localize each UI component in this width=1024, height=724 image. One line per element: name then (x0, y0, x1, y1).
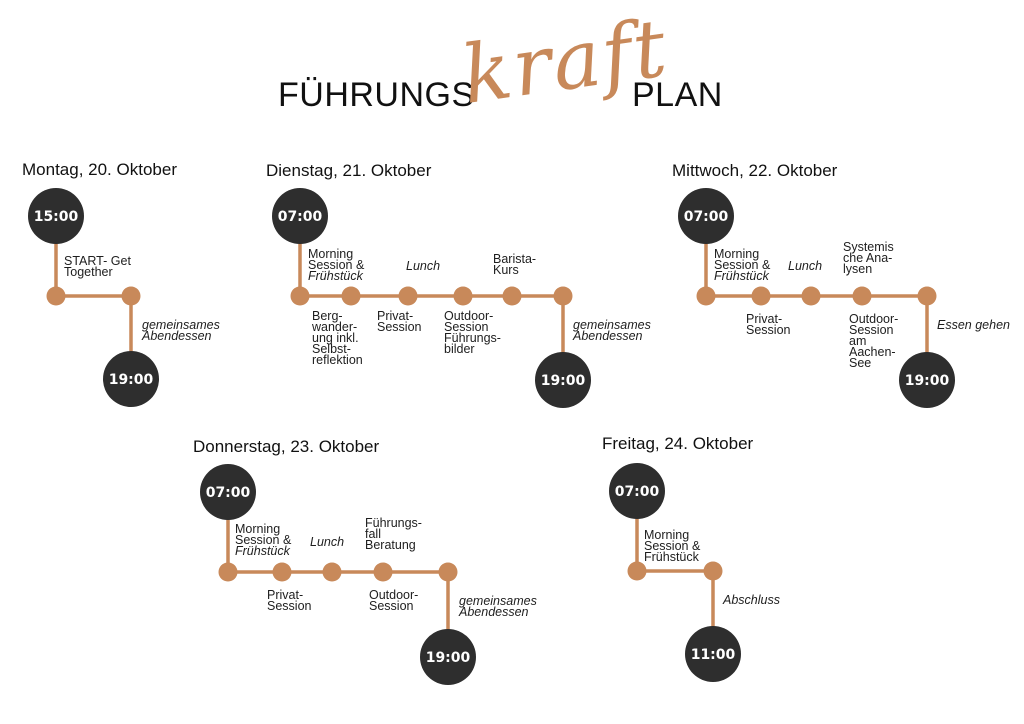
thu-label-morning: Morning Session & (235, 522, 292, 547)
wed-event-dot (852, 286, 872, 306)
tue-event-dot (553, 286, 573, 306)
day-title-thursday: Donnerstag, 23. Oktober (193, 437, 380, 456)
day-title-monday: Montag, 20. Oktober (22, 160, 177, 179)
wed-timeline: 07:00 19:00 (678, 188, 955, 408)
tue-label-morning: Morning Session & (308, 247, 365, 272)
tue-label-barista: Barista- Kurs (493, 252, 537, 277)
tue-event-dot (502, 286, 522, 306)
tue-timeline: 07:00 19:00 (272, 188, 591, 408)
tue-label-outdoor: Outdoor- Session Führungs- bilder (444, 309, 501, 356)
tue-event-dot (341, 286, 361, 306)
mon-event-dot (121, 286, 141, 306)
thu-label-private: Privat- Session (267, 588, 312, 613)
tue-start-circle (272, 188, 328, 244)
fri-event-dot (703, 561, 723, 581)
mon-label-dinner: gemeinsames Abendessen (142, 318, 220, 343)
thu-event-dot (373, 562, 393, 582)
tue-label-private: Privat- Session (377, 309, 422, 334)
thu-event-dot (218, 562, 238, 582)
thu-end-time: 19:00 (426, 650, 471, 666)
mon-start-circle (28, 188, 84, 244)
thu-start-time: 07:00 (206, 485, 251, 501)
wed-event-dot (696, 286, 716, 306)
mon-label-start: START- Get Together (64, 254, 131, 279)
thu-event-dot (438, 562, 458, 582)
wed-start-time: 07:00 (684, 209, 729, 225)
thu-label-dinner: gemeinsames Abendessen (459, 594, 537, 619)
thu-label-consulting: Führungs- fall Beratung (365, 516, 422, 552)
tue-event-dot (290, 286, 310, 306)
mon-end-time: 19:00 (109, 372, 154, 388)
day-title-tuesday: Dienstag, 21. Oktober (266, 161, 432, 180)
wed-event-dot (917, 286, 937, 306)
tue-label-lunch: Lunch (406, 259, 441, 273)
day-title-friday: Freitag, 24. Oktober (602, 434, 754, 453)
tue-end-time: 19:00 (541, 373, 586, 389)
tue-label-dinner: gemeinsames Abendessen (573, 318, 651, 343)
mon-timeline: 15:00 19:00 (28, 188, 159, 407)
tue-event-dot (453, 286, 473, 306)
tue-start-time: 07:00 (278, 209, 323, 225)
mon-timeline-line (54, 216, 133, 379)
tue-timeline-line (298, 216, 565, 380)
wed-start-circle (678, 188, 734, 244)
fri-label-closing: Abschluss (723, 593, 780, 607)
wed-label-private: Privat- Session (746, 312, 791, 337)
mon-start-time: 15:00 (34, 209, 79, 225)
wed-event-dot (801, 286, 821, 306)
tue-end-circle (535, 352, 591, 408)
fri-timeline-line (635, 491, 715, 654)
thu-label-lunch: Lunch (310, 535, 345, 549)
thu-label-outdoor: Outdoor- Session (369, 588, 419, 613)
wed-label-breakfast: Frühstück (714, 269, 769, 283)
wed-end-time: 19:00 (905, 373, 950, 389)
title-right: PLAN (632, 76, 723, 114)
wed-event-dot (751, 286, 771, 306)
fri-label-morning: Morning Session & Frühstück (644, 528, 701, 564)
wed-label-outdoor: Outdoor- Session am Aachen- See (849, 312, 899, 370)
fri-event-dot (627, 561, 647, 581)
wed-label-analysis: Systemis che Ana- lysen (843, 240, 894, 276)
wed-label-lunch: Lunch (788, 259, 823, 273)
wed-label-dinner: Essen gehen (937, 318, 1010, 332)
fri-end-circle (685, 626, 741, 682)
fri-start-time: 07:00 (615, 484, 660, 500)
mon-end-circle (103, 351, 159, 407)
thu-event-dot (272, 562, 292, 582)
thu-event-dot (322, 562, 342, 582)
fri-timeline: 07:00 11:00 (609, 463, 741, 682)
thu-start-circle (200, 464, 256, 520)
wed-label-morning: Morning Session & (714, 247, 771, 272)
wed-end-circle (899, 352, 955, 408)
tue-label-breakfast: Frühstück (308, 269, 363, 283)
tue-event-dot (398, 286, 418, 306)
day-title-wednesday: Mittwoch, 22. Oktober (672, 161, 838, 180)
thu-end-circle (420, 629, 476, 685)
title-left: FÜHRUNGS (278, 76, 475, 114)
thu-timeline: 07:00 19:00 (200, 464, 476, 685)
fri-start-circle (609, 463, 665, 519)
fri-end-time: 11:00 (691, 647, 736, 663)
mon-event-dot (46, 286, 66, 306)
tue-label-hike: Berg- wander- ung inkl. Selbst- reflekti… (312, 309, 363, 367)
thu-label-breakfast: Frühstück (235, 544, 290, 558)
